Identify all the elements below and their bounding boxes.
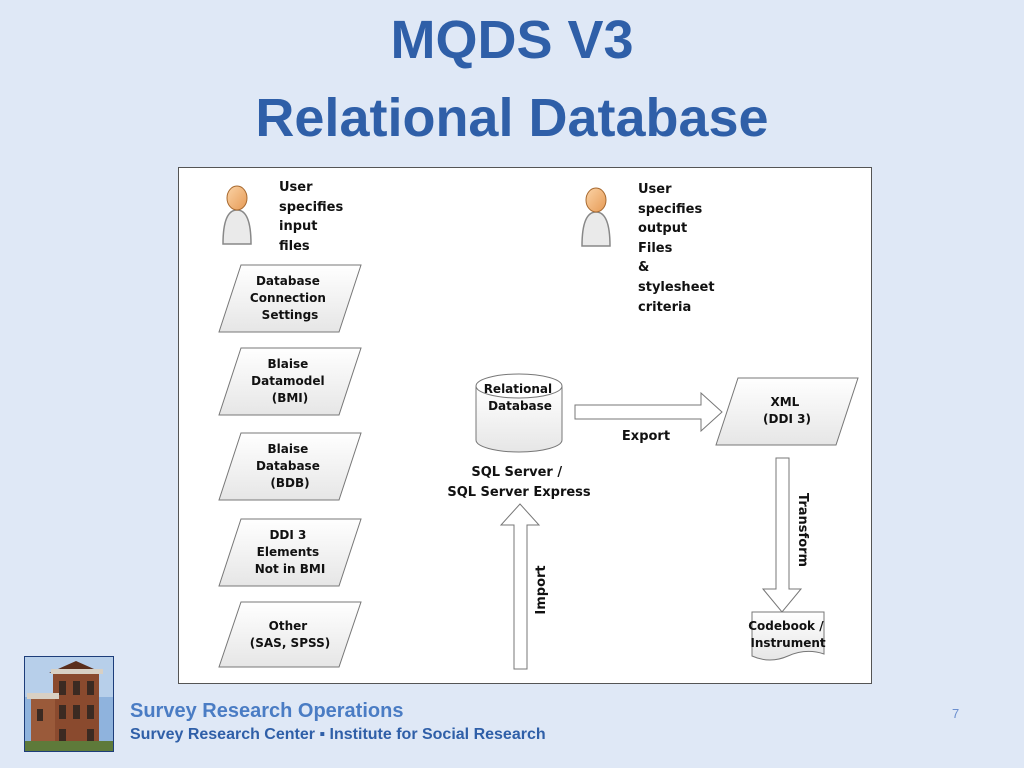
codebook-line: Codebook / (748, 619, 824, 633)
user-output-line: criteria (638, 300, 691, 315)
database-line: Database (488, 399, 552, 413)
input-line: Settings (262, 308, 319, 322)
relational-database-cylinder: Relational Database (475, 373, 563, 453)
input-line: (BMI) (272, 391, 309, 405)
input-line: Other (269, 619, 308, 633)
user-output-line: User (638, 182, 672, 197)
user-output-icon (581, 187, 611, 247)
slide-title-line1: MQDS V3 (390, 10, 634, 70)
input-line: DDI 3 (269, 528, 306, 542)
input-line: Blaise (268, 357, 309, 371)
user-output-line: stylesheet (638, 280, 715, 295)
page-number: 7 (952, 706, 960, 721)
transform-label: Transform (795, 493, 810, 567)
xml-line: (DDI 3) (763, 412, 811, 426)
input-blaise-database: Blaise Database (BDB) (218, 432, 362, 501)
user-input-line: files (279, 239, 310, 254)
user-output-text: User specifies output Files & stylesheet… (638, 182, 719, 315)
import-arrow (499, 503, 541, 670)
user-output-line: Files (638, 241, 673, 256)
input-line: Blaise (268, 442, 309, 456)
input-other: Other (SAS, SPSS) (218, 601, 362, 668)
input-ddi3-elements: DDI 3 Elements Not in BMI (218, 518, 362, 587)
user-input-line: specifies (279, 200, 343, 215)
user-input-icon (222, 185, 252, 245)
svg-text:Blaise Datamodel (: Blaise Datamodel (BMI) (251, 357, 329, 405)
codebook-line: Instrument (750, 636, 826, 650)
server-line: SQL Server Express (447, 485, 591, 500)
database-line: Relational (484, 382, 552, 396)
input-line: (BDB) (270, 476, 309, 490)
svg-text:XML (DDI 3): XML (DDI 3) (763, 395, 811, 426)
building-image (25, 657, 113, 751)
server-line: SQL Server / (471, 465, 562, 480)
import-label: Import (534, 565, 549, 614)
user-input-line: User (279, 180, 313, 195)
svg-text:Blaise Database (B: Blaise Database (BDB) (256, 442, 324, 490)
user-input-text: User specifies input files (279, 180, 348, 254)
slide-title-line2: Relational Database (255, 88, 769, 148)
codebook-instrument-document: Codebook / Instrument (748, 611, 828, 661)
user-output-line: specifies (638, 202, 702, 217)
input-line: Not in BMI (255, 562, 326, 576)
export-arrow (574, 391, 723, 433)
user-input-line: input (279, 219, 318, 234)
svg-text:Database Connection: Database Connection Settings (250, 274, 330, 322)
input-line: Elements (257, 545, 320, 559)
footer-institute: Survey Research Center ▪ Institute for S… (130, 726, 546, 743)
input-database-connection: Database Connection Settings (218, 264, 362, 333)
input-line: Connection (250, 291, 326, 305)
mqds-diagram: User specifies input files User specifie… (218, 180, 859, 670)
input-line: (SAS, SPSS) (250, 636, 330, 650)
svg-text:DDI 3 Elements Not: DDI 3 Elements Not in BMI (255, 528, 326, 576)
input-line: Database (256, 459, 320, 473)
svg-text:Other (SAS, SPSS): Other (SAS, SPSS) (250, 619, 330, 650)
user-output-line: output (638, 221, 687, 236)
xml-line: XML (770, 395, 799, 409)
building-logo (24, 656, 114, 752)
xml-ddi3-output: XML (DDI 3) (715, 377, 859, 446)
input-line: Database (256, 274, 320, 288)
svg-text:Codebook / Instrument: Codebook / Instrument (748, 619, 828, 650)
svg-text:Relational Database: Relational Database (484, 382, 557, 413)
export-label: Export (622, 429, 670, 444)
transform-arrow (761, 457, 803, 613)
diagram-panel: User specifies input files User specifie… (178, 167, 872, 684)
input-line: Datamodel (251, 374, 324, 388)
input-blaise-datamodel: Blaise Datamodel (BMI) (218, 347, 362, 416)
user-output-line: & (638, 260, 649, 275)
footer-organization: Survey Research Operations (130, 700, 404, 722)
sql-server-label: SQL Server / SQL Server Express (447, 465, 591, 500)
